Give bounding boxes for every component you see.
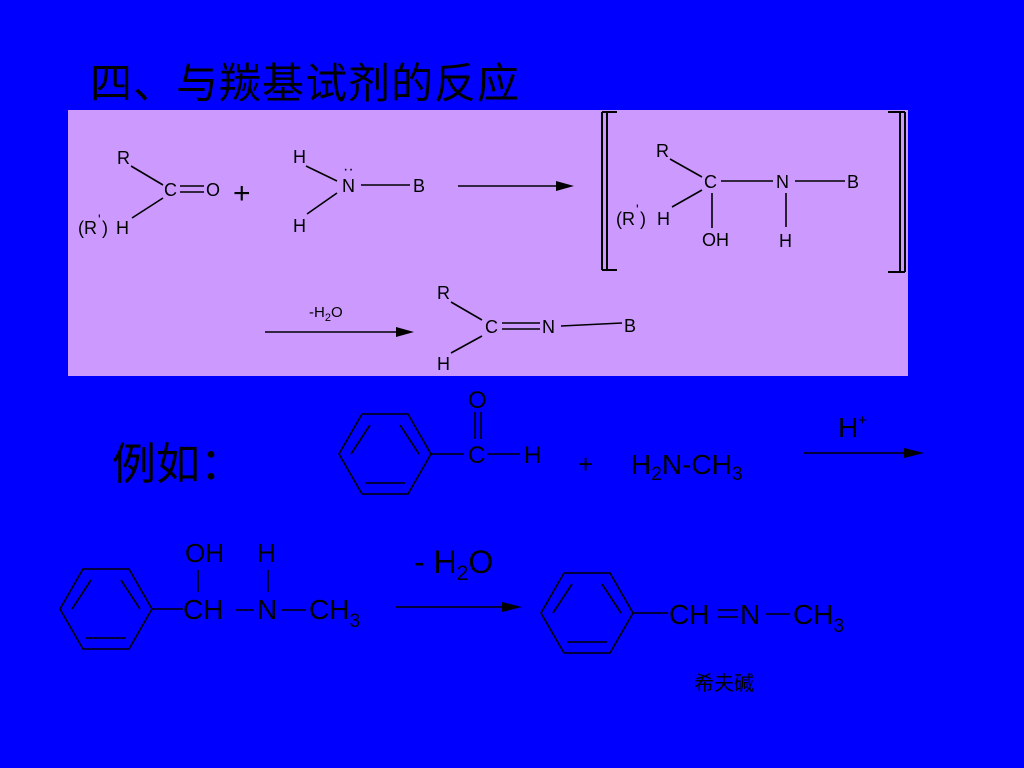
atom-c: C [468, 442, 485, 469]
bond-r-c [130, 165, 164, 186]
atom-n: N [342, 176, 355, 196]
bond-r-c [450, 301, 483, 321]
bracket-right [888, 111, 906, 273]
atom-b: B [624, 316, 636, 336]
atom-h-on-n: H [779, 231, 792, 251]
group-ch: CH [669, 599, 709, 630]
bond-n-b [560, 322, 623, 327]
minus-water-label: -H2O [309, 304, 343, 324]
atom-r: R [117, 148, 130, 168]
catalyst-h-plus: H+ [838, 412, 867, 443]
rprime-close: ) [102, 218, 108, 238]
atom-c: C [485, 317, 498, 337]
atom-h-on-n: H [257, 538, 276, 568]
methylamine: H2N-CH3 [631, 449, 742, 485]
atom-h: H [437, 354, 450, 374]
atom-h-top: H [293, 147, 306, 167]
group-ch3: CH3 [793, 599, 844, 637]
atom-o: O [468, 387, 487, 414]
atom-n: N [740, 599, 760, 630]
amine-reactant: H ·· N B H [293, 147, 425, 236]
atom-b: B [847, 172, 859, 192]
atom-n: N [776, 172, 789, 192]
rprime-open: (R [78, 218, 97, 238]
carbinolamine-example: OH CH H N CH3 [59, 538, 360, 650]
reaction-arrow-2: -H2O [265, 304, 414, 337]
reaction-arrow-1 [458, 181, 574, 191]
atom-o: O [206, 180, 220, 200]
rprime-close: ) [640, 209, 646, 229]
atom-r: R [656, 141, 669, 161]
reaction-arrow-3: H+ [804, 412, 924, 458]
group-oh: OH [185, 538, 224, 568]
minus-water-label: - H2O [414, 544, 493, 585]
group-ch3: CH3 [309, 594, 360, 632]
benzene-ring [338, 413, 432, 495]
benzene-ring [59, 568, 153, 650]
schiff-base-caption: 希夫碱 [694, 671, 754, 695]
bond-r-c [669, 158, 703, 178]
bond-h-n-bottom [306, 192, 338, 215]
atom-h-bottom: H [293, 216, 306, 236]
atom-n: N [257, 594, 277, 625]
atom-r: R [437, 283, 450, 303]
atom-b: B [413, 176, 425, 196]
atom-h: H [116, 218, 129, 238]
bond-c-h [671, 189, 703, 208]
atom-h: H [657, 209, 670, 229]
carbonyl-reactant: R C O (R ' ) H [78, 148, 220, 238]
schiff-base-product: CH N CH3 [540, 572, 844, 654]
example-label: 例如： [112, 439, 244, 490]
group-oh: OH [702, 230, 729, 250]
plus-sign-general: + [233, 177, 251, 210]
atom-c: C [164, 180, 177, 200]
bond-c-h [131, 197, 164, 219]
carbinolamine-intermediate: R C N B (R ' ) H OH H [616, 141, 859, 251]
benzene-ring [540, 572, 634, 654]
rprime-open: (R [616, 209, 635, 229]
lone-pair: ·· [343, 161, 354, 178]
atom-c: C [704, 172, 717, 192]
slide-title: 四、与羰基试剂的反应 [90, 59, 521, 108]
bracket-left [601, 111, 617, 271]
group-ch: CH [183, 594, 223, 625]
rprime-prime: ' [98, 211, 101, 227]
imine-product: R C N B H [437, 283, 636, 374]
benzaldehyde: O C H [338, 387, 541, 495]
reaction-arrow-4: - H2O [396, 544, 522, 612]
plus-sign-example: + [578, 449, 593, 479]
atom-n: N [542, 317, 555, 337]
general-reaction-panel [68, 110, 908, 376]
bond-c-h [450, 335, 483, 354]
bond-h-n-top [305, 165, 338, 182]
rprime-prime: ' [636, 201, 639, 217]
atom-h: H [524, 442, 541, 469]
